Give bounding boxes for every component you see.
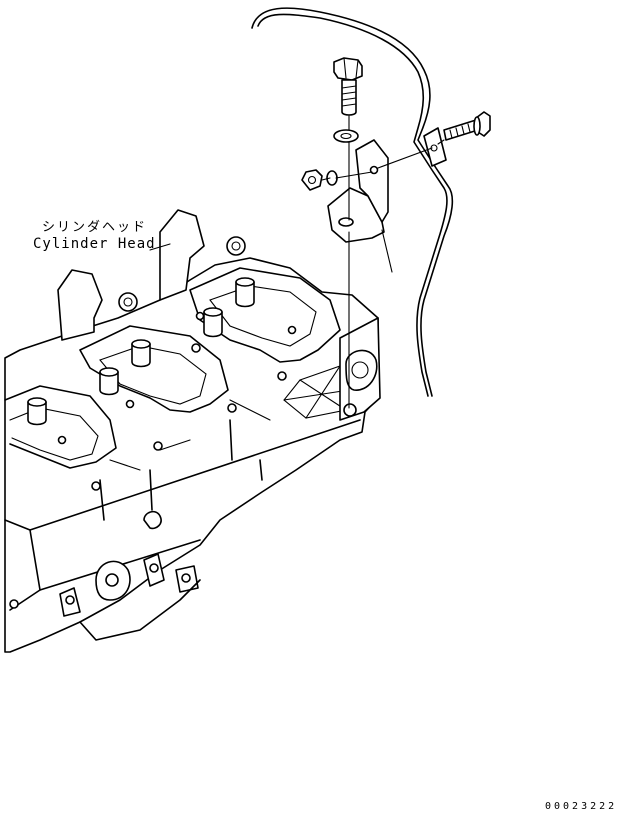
cylinder-head-label-jp: シリンダヘッド xyxy=(42,220,148,235)
cylinder-head xyxy=(4,209,381,653)
tube-clamp xyxy=(423,127,447,167)
rocker-tower-rear xyxy=(159,209,205,301)
flange-bolt xyxy=(443,111,491,141)
drawing-code: 00023222 xyxy=(545,801,618,812)
bolt-holes xyxy=(9,311,297,609)
rocker-tower-mid xyxy=(57,269,103,341)
bolt-top xyxy=(333,57,363,116)
washer xyxy=(333,129,359,143)
bracket xyxy=(327,139,393,273)
tube-assembly xyxy=(251,7,454,397)
cylinder-head-label-en: Cylinder Head xyxy=(33,236,156,252)
nut xyxy=(301,169,338,191)
leader-lines xyxy=(149,115,445,409)
head-studs xyxy=(27,277,255,426)
